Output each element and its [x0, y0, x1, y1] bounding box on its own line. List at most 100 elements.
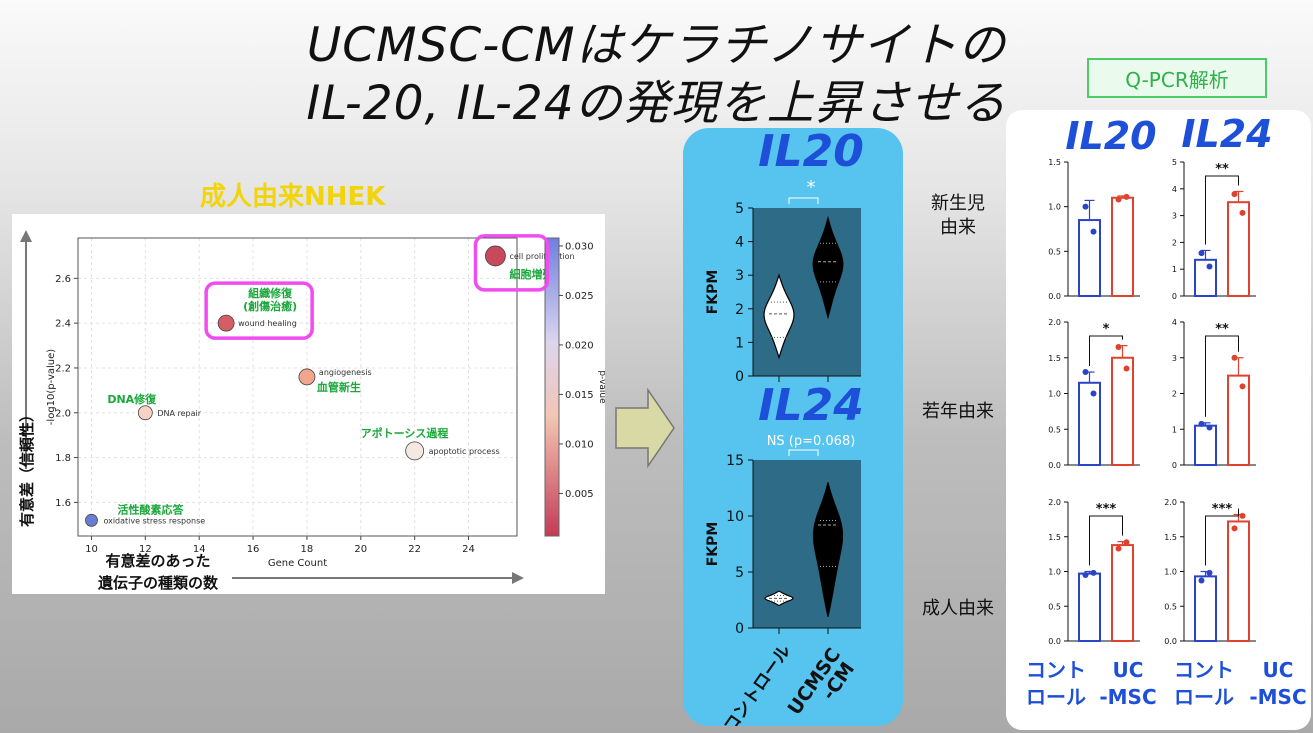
bar-y-tick-label: 0.5	[1048, 602, 1061, 611]
bar-y-tick-label: 2	[1172, 238, 1177, 247]
replicate-dot	[1115, 545, 1122, 552]
bar-y-tick-label: 1.0	[1048, 390, 1061, 399]
bar-y-tick-label: 0.5	[1048, 425, 1061, 434]
bar-ucmsc	[1111, 544, 1134, 642]
violin-y-tick-label: 0	[735, 621, 744, 637]
colorbar-tick-label: 0.030	[565, 241, 594, 252]
violin-shape	[763, 273, 795, 360]
replicate-dot	[1123, 365, 1130, 372]
outer-y-label: 有意差（信頼性）	[18, 407, 36, 527]
point-term-label: wound healing	[238, 319, 297, 328]
y-tick-label: 1.6	[55, 498, 71, 509]
bar-significance-label: ***	[1212, 502, 1233, 517]
colorbar-label: p-value	[597, 370, 605, 404]
violin-y-label: FKPM	[705, 522, 721, 567]
bar-y-tick-label: 2.0	[1164, 498, 1177, 507]
bar-significance-label: **	[1215, 322, 1229, 337]
point-jp-label: アポトーシス過程	[361, 426, 449, 440]
replicate-dot	[1123, 539, 1130, 546]
bar-y-tick-label: 1.5	[1164, 533, 1177, 542]
bar-y-tick-label: 2.0	[1048, 318, 1061, 327]
y-axis-label: -log10(p-value)	[46, 349, 57, 425]
replicate-dot	[1198, 250, 1205, 257]
violin-y-tick-label: 2	[735, 302, 744, 318]
point-jp-label: 細胞増殖	[509, 267, 553, 281]
bar-control	[1194, 424, 1217, 466]
y-arrow-head-icon	[20, 230, 32, 242]
bar-y-tick-label: 1	[1172, 265, 1177, 274]
point-jp-label: (創傷治癒)	[243, 299, 297, 313]
bar-control	[1194, 258, 1217, 298]
colorbar-tick-label: 0.020	[565, 340, 594, 351]
bar-header-il20: IL20	[1065, 114, 1156, 158]
bar-y-tick-label: 1.5	[1048, 533, 1061, 542]
plot-frame	[77, 237, 518, 537]
point-jp-label: DNA修復	[107, 392, 157, 406]
row-label-young: 若年由来	[922, 401, 994, 422]
point-jp-label: 組織修復	[248, 286, 293, 300]
replicate-dot	[1239, 209, 1246, 216]
bar-significance-label: **	[1215, 162, 1229, 177]
outer-x-label-line1: 有意差のあった	[105, 552, 210, 570]
y-tick-label: 2.4	[55, 319, 71, 330]
slide-title-line1: UCMSC-CMはケラチノサイトの	[306, 18, 1007, 73]
bar-significance-label: ***	[1096, 502, 1117, 517]
violin-shape	[812, 482, 844, 617]
bar-y-tick-label: 0.0	[1164, 637, 1177, 646]
violin-y-tick-label: 15	[726, 453, 744, 469]
bar-y-tick-label: 0	[1172, 292, 1177, 301]
significance-bracket	[788, 197, 819, 204]
bar-y-tick-label: 2.0	[1048, 498, 1061, 507]
bar-control	[1078, 219, 1101, 297]
bar-y-tick-label: 2	[1172, 390, 1177, 399]
replicate-dot	[1198, 420, 1205, 427]
violin-y-tick-label: 1	[735, 335, 744, 351]
colorbar-tick-label: 0.005	[565, 489, 594, 500]
y-tick-label: 1.8	[55, 453, 71, 464]
bar-y-tick-label: 0.5	[1164, 602, 1177, 611]
bar-x-label-ucmsc-2: -MSC	[1099, 685, 1156, 709]
bar-y-tick-label: 0.0	[1048, 637, 1061, 646]
bar-significance-bracket	[1205, 335, 1239, 417]
replicate-dot	[1115, 344, 1122, 351]
bar-ucmsc	[1111, 356, 1134, 466]
scatter-point	[298, 368, 316, 386]
bar-y-tick-label: 3	[1172, 212, 1177, 221]
x-tick-label: 14	[193, 544, 206, 555]
scatter-point	[405, 441, 425, 461]
scatter-heading: 成人由来NHEK	[200, 182, 386, 212]
bar-x-label-ucmsc: UC	[1263, 658, 1294, 682]
bar-y-tick-label: 4	[1172, 318, 1177, 327]
point-term-label: apoptotic process	[429, 447, 500, 456]
bar-x-label-control: コント	[1026, 658, 1086, 682]
violin-plot-area	[753, 208, 861, 376]
bar-significance-bracket	[1205, 508, 1239, 566]
bar-ucmsc	[1227, 374, 1250, 466]
violin-y-tick-label: 0	[735, 369, 744, 385]
violin-y-tick-label: 10	[726, 509, 744, 525]
x-tick-label: 20	[354, 544, 367, 555]
bar-y-tick-label: 0.0	[1048, 292, 1061, 301]
row-label-newborn: 新生児 由来	[931, 193, 985, 238]
violin-y-tick-label: 3	[735, 268, 744, 284]
bar-control	[1194, 575, 1217, 642]
bar-y-tick-label: 5	[1172, 158, 1177, 167]
significance-bracket	[788, 449, 819, 456]
bar-x-label-control-2: ロール	[1026, 685, 1086, 709]
x-tick-label: 12	[139, 544, 152, 555]
x-tick-label: 16	[247, 544, 260, 555]
bar-ucmsc	[1227, 201, 1250, 297]
bar-significance-bracket	[1205, 175, 1239, 245]
replicate-dot	[1239, 512, 1246, 519]
bar-ucmsc	[1111, 196, 1134, 297]
violin-y-tick-label: 5	[735, 201, 744, 217]
point-jp-label: 血管新生	[317, 380, 361, 394]
replicate-dot	[1115, 196, 1122, 203]
colorbar-tick-label: 0.015	[565, 390, 594, 401]
point-jp-label: 活性酸素応答	[117, 502, 184, 516]
y-tick-label: 2.6	[55, 274, 71, 285]
x-tick-label: 10	[85, 544, 98, 555]
scatter-point	[85, 513, 98, 527]
replicate-dot	[1231, 191, 1238, 198]
